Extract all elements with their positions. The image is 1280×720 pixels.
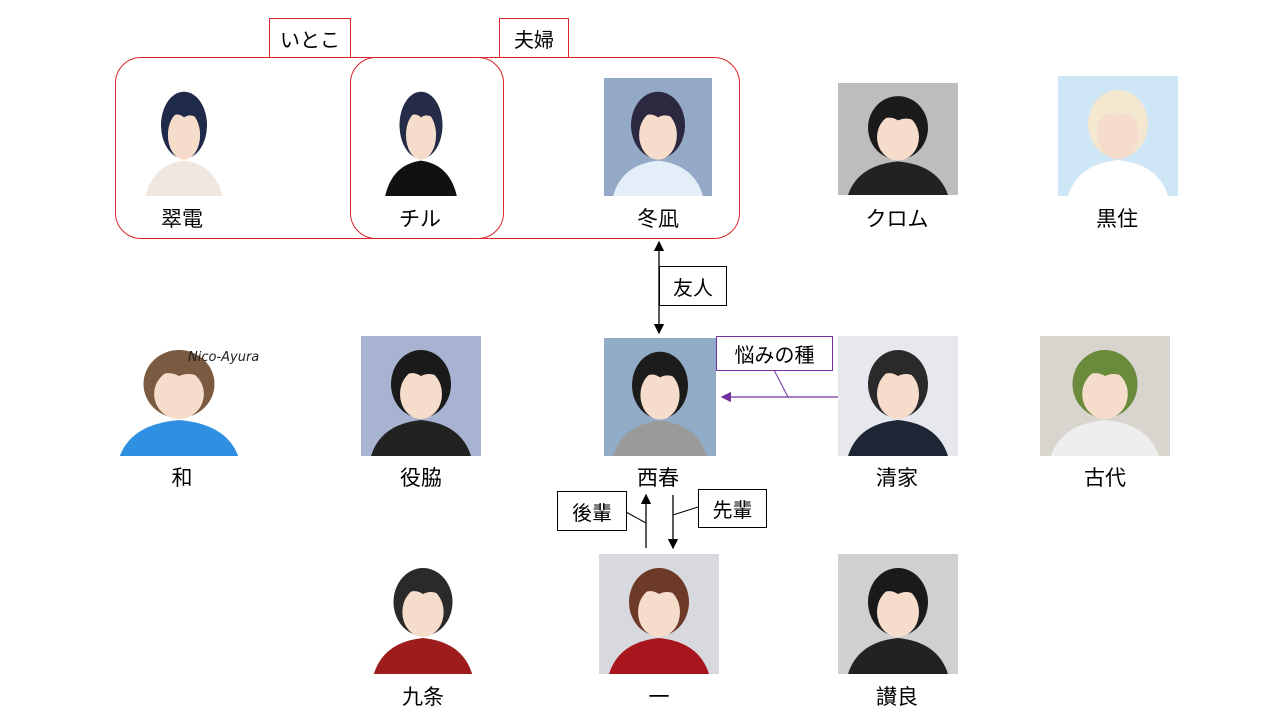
character-name: 古代 [1084, 466, 1126, 490]
portrait-7 [361, 336, 481, 456]
junior-callout-line [625, 511, 647, 524]
portrait-2 [378, 78, 464, 196]
portrait-1 [138, 78, 230, 196]
portrait-10 [1040, 336, 1170, 456]
portrait-9 [838, 336, 958, 456]
cousins-label: いとこ [269, 18, 351, 58]
character-name: 役脇 [400, 466, 442, 490]
couple-group-outline [350, 57, 504, 239]
junior-label: 後輩 [557, 491, 627, 531]
portrait-8 [604, 338, 716, 456]
married-label: 夫婦 [499, 18, 569, 58]
character-name: 西春 [637, 466, 679, 490]
portrait-12 [599, 554, 719, 674]
portrait-3 [604, 78, 712, 196]
character-name: チル [399, 207, 441, 231]
friend-label: 友人 [659, 266, 727, 306]
portrait-13 [838, 554, 958, 674]
character-name: 黒住 [1096, 207, 1138, 231]
senior-label: 先輩 [698, 489, 767, 528]
character-name: 清家 [876, 466, 918, 490]
portrait-11 [364, 554, 482, 674]
portrait-5 [1058, 76, 1178, 196]
worry-callout-line [773, 369, 789, 398]
character-name: クロム [865, 207, 929, 231]
portrait-4 [838, 83, 958, 195]
character-name: 讃良 [876, 685, 918, 709]
character-name: 冬凪 [637, 207, 679, 231]
artist-signature: Nico-Ayura [188, 350, 260, 365]
senior-callout-line [672, 506, 699, 516]
character-name: 一 [648, 685, 670, 709]
character-name: 和 [171, 466, 193, 490]
character-name: 翠電 [161, 207, 203, 231]
character-name: 九条 [402, 685, 444, 709]
portrait-6 [108, 336, 250, 456]
source-of-worry-label: 悩みの種 [716, 336, 833, 371]
